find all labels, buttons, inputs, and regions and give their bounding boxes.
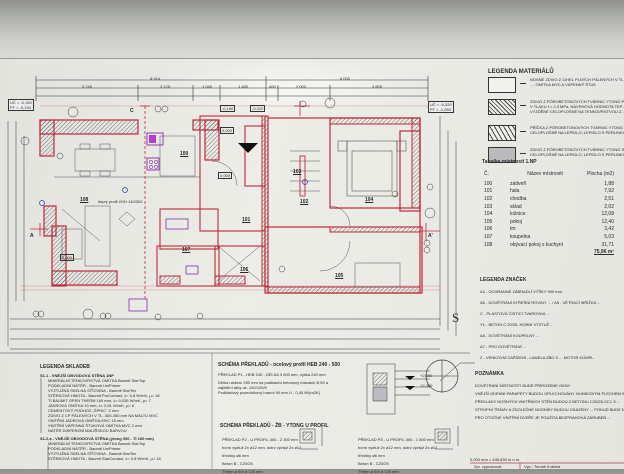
notes-title: POZNÁMKA	[475, 371, 504, 377]
lintel-p3: PŘEKLAD P3 - U PROFIL 300 - 1 800 mm hor…	[358, 437, 438, 474]
furniture	[54, 135, 200, 267]
notes: POZNÁMKA DOVĚTRÁNÍ MÍSTNOSTÍ BUDE PŘIROZ…	[475, 371, 624, 420]
room-label-106: 106	[240, 267, 249, 273]
legend-symbols: LEGENDA ZNAČEK A4 - OCHRANNÉ ZÁBRADLÍ VÝ…	[480, 277, 624, 366]
drawing-sheet: 8 914 6 000 3 749 3 125 1 040 1 450 400 …	[0, 58, 624, 474]
lintel-schema-ytong: SCHÉMA PŘEKLADŮ - ŽB - YTONG U PROFIL	[220, 423, 460, 435]
legend-material-item: ZDIVO Z PÓROBETONOVÝCH TVÁRNIC YTONG ST.…	[488, 147, 624, 163]
room-label-100: 100	[180, 151, 189, 157]
spot-level: -0,320	[250, 105, 266, 112]
title-block-cell: Vyp.: Tomáš Kobiela	[524, 464, 561, 469]
room-label-104: 104	[365, 197, 374, 203]
bed	[337, 140, 407, 197]
floor-plan	[0, 76, 624, 469]
detail-level: +2,300	[420, 383, 433, 388]
spot-level: 0,000	[220, 127, 235, 134]
spot-level: -0,160	[220, 105, 236, 112]
walls-right-hatched	[264, 117, 421, 294]
spot-level: 0,000	[60, 254, 75, 261]
legend-material-item: NOSNÉ ZDIVO Z CIHEL PLNÝCH PÁLENÝCH V TL…	[488, 77, 624, 93]
room-label-103: 103	[293, 169, 302, 175]
spot-level: 0,000	[218, 172, 233, 179]
datum-line: 0,000 mm = 445,830 m n.m.	[470, 457, 521, 462]
tag-circles	[20, 97, 436, 321]
title-block-cell: Zpr. vypracoval:	[474, 464, 503, 469]
swatch-plain	[488, 77, 516, 93]
swatch-hatch	[488, 99, 516, 115]
dimension-lines-bottom	[10, 318, 440, 350]
lintel-p2: PŘEKLAD P2 - U PROFIL 300 - 2 300 mm hor…	[222, 437, 302, 474]
dim-seg: 400	[269, 84, 276, 89]
room-label-102: 102	[300, 199, 309, 205]
dim-overall-right: 6 000	[340, 76, 351, 81]
dim-seg: 1 040	[202, 84, 213, 89]
lintel-details	[299, 362, 475, 450]
stairs	[290, 150, 401, 288]
bathroom-fixtures	[165, 160, 261, 282]
schema-ytong-title: SCHÉMA PŘEKLADŮ - ŽB - YTONG U PROFIL	[220, 423, 329, 429]
legend-compositions: LEGENDA SKLADEB S1.1 - VNĚJŠÍ OBVODOVÁ S…	[40, 364, 210, 461]
north-arrow-icon	[425, 359, 459, 393]
dim-seg: 3 600	[372, 84, 383, 89]
paper-glare	[160, 59, 420, 119]
legend-material-item: PŘÍČKA Z PÓROBETONOVÝCH TVÁRNIC YTONG P.…	[488, 125, 624, 141]
walls-right	[264, 117, 423, 294]
room-label-108: 108	[80, 197, 89, 203]
dim-seg: 3 749	[82, 84, 93, 89]
section-symbol-s: S	[452, 310, 460, 325]
legend-materials: LEGENDA MATERIÁLŮ NOSNÉ ZDIVO Z CIHEL PL…	[488, 69, 624, 163]
room-label-105: 105	[335, 273, 344, 279]
room-table-title: Tabulka místností 1.NP	[482, 159, 537, 165]
legend-material-item: ZDIVO Z PÓROBETONOVÝCH TVÁRNIC YTONG P..…	[488, 99, 624, 115]
swatch-hatch-partition	[488, 125, 516, 141]
dim-seg: 1 450	[238, 84, 249, 89]
dim-overall-left: 8 914	[150, 76, 161, 81]
swatch-dots	[488, 147, 516, 163]
dimension-lines-top	[35, 76, 429, 101]
section-line-c	[140, 105, 150, 301]
composition-layers: MINERÁLNÍ TENKOVRSTVÁ OMÍTKA Baumit Star…	[48, 378, 160, 433]
dimension-lines-right	[439, 116, 457, 336]
legend-symbols-title: LEGENDA ZNAČEK	[480, 277, 527, 283]
lintel-schema-steel: SCHÉMA PŘEKLADŮ - ocelový profil HEB 240…	[218, 362, 378, 395]
schema-steel-title: SCHÉMA PŘEKLADŮ - ocelový profil HEB 240…	[218, 362, 341, 368]
detail-level: +2,500	[420, 373, 433, 378]
room-label-107: 107	[182, 247, 191, 253]
legend-materials-title: LEGENDA MATERIÁLŮ	[488, 69, 554, 75]
room-label-101: 101	[242, 217, 251, 223]
legend-brackets	[40, 378, 49, 469]
kitchen-appliances	[128, 132, 164, 312]
dim-seg: 2 000	[296, 84, 307, 89]
section-mark: A	[30, 233, 34, 239]
section-mark: A'	[428, 233, 433, 239]
composition-layers: MINERÁLNÍ TENKOVRSTVÁ OMÍTKA Baumit Star…	[48, 441, 161, 461]
legend-compositions-title: LEGENDA SKLADEB	[40, 364, 90, 370]
dimension-lines-left	[7, 121, 25, 346]
room-table: Tabulka místností 1.NP Č. Název místnost…	[482, 159, 616, 256]
beam-note: šeprý profil I/GH 140/300	[98, 199, 143, 204]
section-mark: C	[130, 108, 134, 114]
section-line-a	[30, 101, 440, 241]
walls-middle	[156, 115, 266, 287]
level-marker-icon	[238, 143, 258, 153]
room-table-total: 75,96 m²	[593, 249, 614, 256]
walls-room-108	[39, 119, 220, 287]
dim-seg: 3 125	[160, 84, 171, 89]
